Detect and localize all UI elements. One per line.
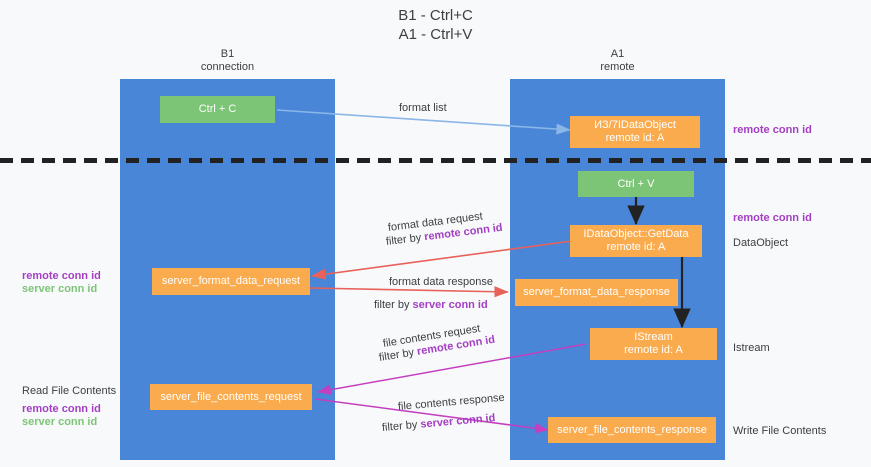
column-a1-role: remote (600, 61, 635, 73)
box-istream[interactable]: IStream remote id: A (590, 328, 717, 360)
box-server-file-contents-request-label: server_file_contents_request (160, 390, 302, 403)
label-right-remote-conn-id-top: remote conn id (733, 124, 812, 136)
label-right-istream: Istream (733, 342, 770, 354)
box-getdata-line2: remote id: A (606, 241, 666, 253)
section-divider (0, 158, 871, 163)
arrow-format-list (276, 109, 571, 135)
box-server-file-contents-request[interactable]: server_file_contents_request (150, 384, 312, 410)
page-title: B1 - Ctrl+C A1 - Ctrl+V (0, 6, 871, 44)
label-format-data-response-filter: filter by server conn id (374, 298, 488, 312)
arrow-format-data-request (311, 240, 573, 280)
label-left-remote-conn-id: remote conn id (22, 270, 101, 282)
column-b1-name: B1 (220, 48, 235, 60)
box-remote-dataobject[interactable]: ИЗ/7IDataObject remote id: A (570, 116, 700, 148)
label-file-contents-response-filter-prefix: filter by (381, 418, 421, 434)
column-b1-role: connection (200, 61, 255, 73)
label-format-data-response: format data response (389, 276, 493, 288)
label-right-write-file-contents: Write File Contents (733, 425, 827, 437)
box-ctrl-v-label: Ctrl + V (617, 177, 655, 190)
title-line-2: A1 - Ctrl+V (398, 26, 473, 43)
box-ctrl-v[interactable]: Ctrl + V (578, 171, 694, 197)
box-server-file-contents-response[interactable]: server_file_contents_response (548, 417, 716, 443)
label-left-read-file-contents: Read File Contents (22, 385, 117, 397)
title-line-1: B1 - Ctrl+C (398, 7, 473, 24)
box-server-format-data-response-label: server_format_data_response (523, 286, 670, 298)
box-ctrl-c[interactable]: Ctrl + C (160, 96, 275, 123)
box-istream-line2: remote id: A (624, 344, 683, 356)
column-caption-a1: A1 remote (530, 48, 705, 74)
box-getdata[interactable]: IDataObject::GetData remote id: A (570, 225, 702, 257)
column-a1-name: A1 (610, 48, 625, 60)
box-getdata-line1: IDataObject::GetData (583, 228, 689, 240)
box-server-format-data-request-label: server_format_data_request (161, 275, 301, 287)
label-left-server-conn-id: server conn id (22, 283, 98, 295)
column-caption-b1: B1 connection (140, 48, 315, 74)
box-ctrl-c-label: Ctrl + C (198, 103, 237, 115)
box-istream-line1: IStream (634, 331, 673, 343)
label-format-list: format list (399, 102, 447, 114)
box-remote-dataobject-line1: ИЗ/7IDataObject (594, 119, 676, 131)
arrow-format-data-response (309, 286, 509, 298)
box-server-file-contents-response-label: server_file_contents_response (557, 423, 707, 436)
box-remote-dataobject-line2: remote id: A (605, 132, 665, 144)
label-left-remote-conn-id-2: remote conn id (22, 403, 101, 415)
arrow-file-contents-response (314, 398, 549, 434)
box-server-format-data-request[interactable]: server_format_data_request (152, 268, 310, 295)
label-format-data-response-filter-prefix: filter by (374, 299, 413, 311)
label-left-server-conn-id-2: server conn id (22, 416, 98, 428)
label-right-dataobject: DataObject (733, 237, 789, 249)
box-server-format-data-response[interactable]: server_format_data_response (515, 279, 678, 306)
arrow-file-contents-request (317, 343, 587, 395)
label-format-data-response-filter-value: server conn id (412, 299, 488, 311)
label-right-remote-conn-id-mid: remote conn id (733, 212, 812, 224)
